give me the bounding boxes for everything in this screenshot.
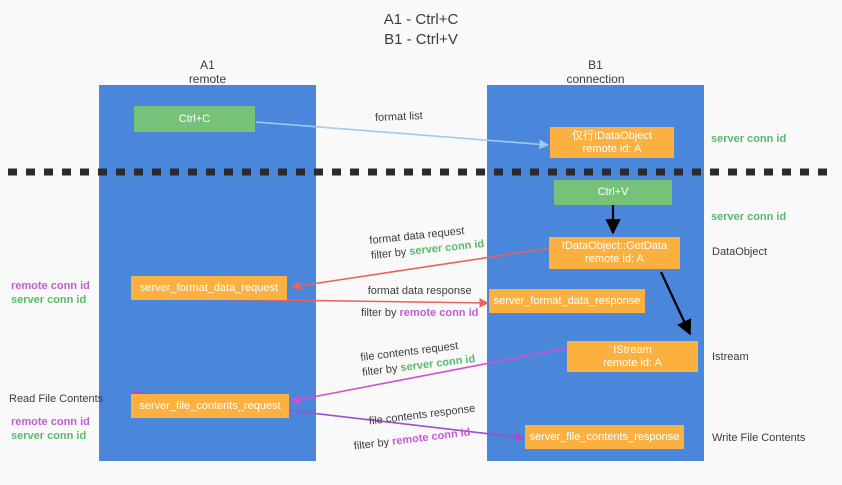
box-server-file-contents-response-label: server_file_contents_response bbox=[529, 430, 680, 443]
annotation-left-conn-ids-1: remote conn id server conn id bbox=[11, 279, 90, 307]
edge-label-format-data-response: format data response filter by remote co… bbox=[361, 284, 478, 321]
box-istream-line1: IStream bbox=[613, 343, 652, 356]
box-ctrl-c-label: Ctrl+C bbox=[178, 112, 211, 125]
box-idataobject-line2: remote id: A bbox=[582, 142, 642, 155]
edge-file-contents-response-text: file contents response bbox=[368, 402, 476, 428]
annotation-left-read-file-contents: Read File Contents bbox=[9, 392, 103, 406]
column-header-b1: B1 connection bbox=[487, 58, 704, 86]
box-ctrl-v-label: Ctrl+V bbox=[597, 186, 629, 198]
annotation-left-read-file-contents-text: Read File Contents bbox=[9, 393, 104, 405]
annotation-left-server-conn-id-2: server conn id bbox=[11, 430, 87, 442]
edge-label-file-contents-response: file contents response filter by remote … bbox=[353, 402, 479, 453]
column-b1-role: connection bbox=[566, 72, 625, 86]
annotation-left-remote-conn-id-2: remote conn id bbox=[11, 416, 90, 428]
box-server-format-data-response-label: server_format_data_response bbox=[493, 294, 641, 307]
annotation-left-server-conn-id-1: server conn id bbox=[11, 294, 87, 306]
annotation-right-istream: Istream bbox=[712, 350, 749, 364]
column-a1-role: remote bbox=[188, 72, 227, 86]
page-title: A1 - Ctrl+C B1 - Ctrl+V bbox=[0, 10, 842, 50]
annotation-right-server-conn-id-top: server conn id bbox=[711, 132, 786, 146]
box-idataobject-line1: 仅行IDataObject bbox=[571, 129, 653, 142]
box-server-file-contents-request-label: server_file_contents_request bbox=[139, 399, 281, 412]
annotation-right-istream-text: Istream bbox=[712, 351, 749, 363]
title-line-2: B1 - Ctrl+V bbox=[384, 31, 458, 48]
box-server-file-contents-response[interactable]: server_file_contents_response bbox=[525, 425, 684, 449]
edge-format-data-response-filter-prefix: filter by bbox=[361, 307, 400, 319]
edge-label-format-data-request: format data request filter by server con… bbox=[369, 222, 485, 264]
title-line-1: A1 - Ctrl+C bbox=[383, 11, 459, 28]
edge-file-contents-request-filter-prefix: filter by bbox=[361, 362, 402, 379]
annotation-right-server-conn-id-mid: server conn id bbox=[711, 210, 786, 224]
box-idataobject-getdata[interactable]: IDataObject::GetData remote id: A bbox=[549, 237, 680, 269]
box-server-format-data-response[interactable]: server_format_data_response bbox=[489, 289, 645, 313]
edge-file-contents-response-filter-key: remote conn id bbox=[391, 426, 472, 448]
column-a1-name: A1 bbox=[200, 58, 215, 72]
box-istream[interactable]: IStream remote id: A bbox=[567, 341, 698, 372]
column-header-a1: A1 remote bbox=[99, 58, 316, 86]
column-b1-name: B1 bbox=[588, 58, 603, 72]
edge-format-data-request-filter-prefix: filter by bbox=[370, 245, 410, 262]
edge-label-format-list-text: format list bbox=[374, 109, 423, 125]
box-server-file-contents-request[interactable]: server_file_contents_request bbox=[131, 394, 289, 418]
box-ctrl-c[interactable]: Ctrl+C bbox=[134, 106, 255, 132]
annotation-right-server-conn-id-top-text: server conn id bbox=[711, 133, 787, 145]
box-server-format-data-request-label: server_format_data_request bbox=[139, 281, 279, 294]
edge-file-contents-response-filter-prefix: filter by bbox=[353, 435, 393, 453]
annotation-right-server-conn-id-mid-text: server conn id bbox=[711, 211, 787, 223]
annotation-right-write-file-contents-text: Write File Contents bbox=[712, 432, 806, 444]
edge-label-file-contents-request: file contents request filter by server c… bbox=[360, 337, 477, 381]
edge-format-data-response-text: format data response bbox=[367, 285, 472, 297]
annotation-left-remote-conn-id-1: remote conn id bbox=[11, 280, 90, 292]
edge-format-data-response-filter-key: remote conn id bbox=[399, 307, 479, 319]
annotation-right-dataobject-text: DataObject bbox=[712, 246, 768, 258]
box-istream-line2: remote id: A bbox=[603, 356, 662, 369]
annotation-right-write-file-contents: Write File Contents bbox=[712, 431, 805, 445]
box-getdata-line1: IDataObject::GetData bbox=[561, 240, 668, 252]
box-idataobject[interactable]: 仅行IDataObject remote id: A bbox=[550, 127, 674, 158]
box-getdata-line2: remote id: A bbox=[585, 253, 644, 265]
annotation-right-dataobject: DataObject bbox=[712, 245, 767, 259]
box-ctrl-v[interactable]: Ctrl+V bbox=[554, 180, 672, 205]
edge-label-format-list: format list bbox=[375, 109, 423, 126]
box-server-format-data-request[interactable]: server_format_data_request bbox=[131, 276, 287, 300]
annotation-left-conn-ids-2: remote conn id server conn id bbox=[11, 415, 90, 443]
